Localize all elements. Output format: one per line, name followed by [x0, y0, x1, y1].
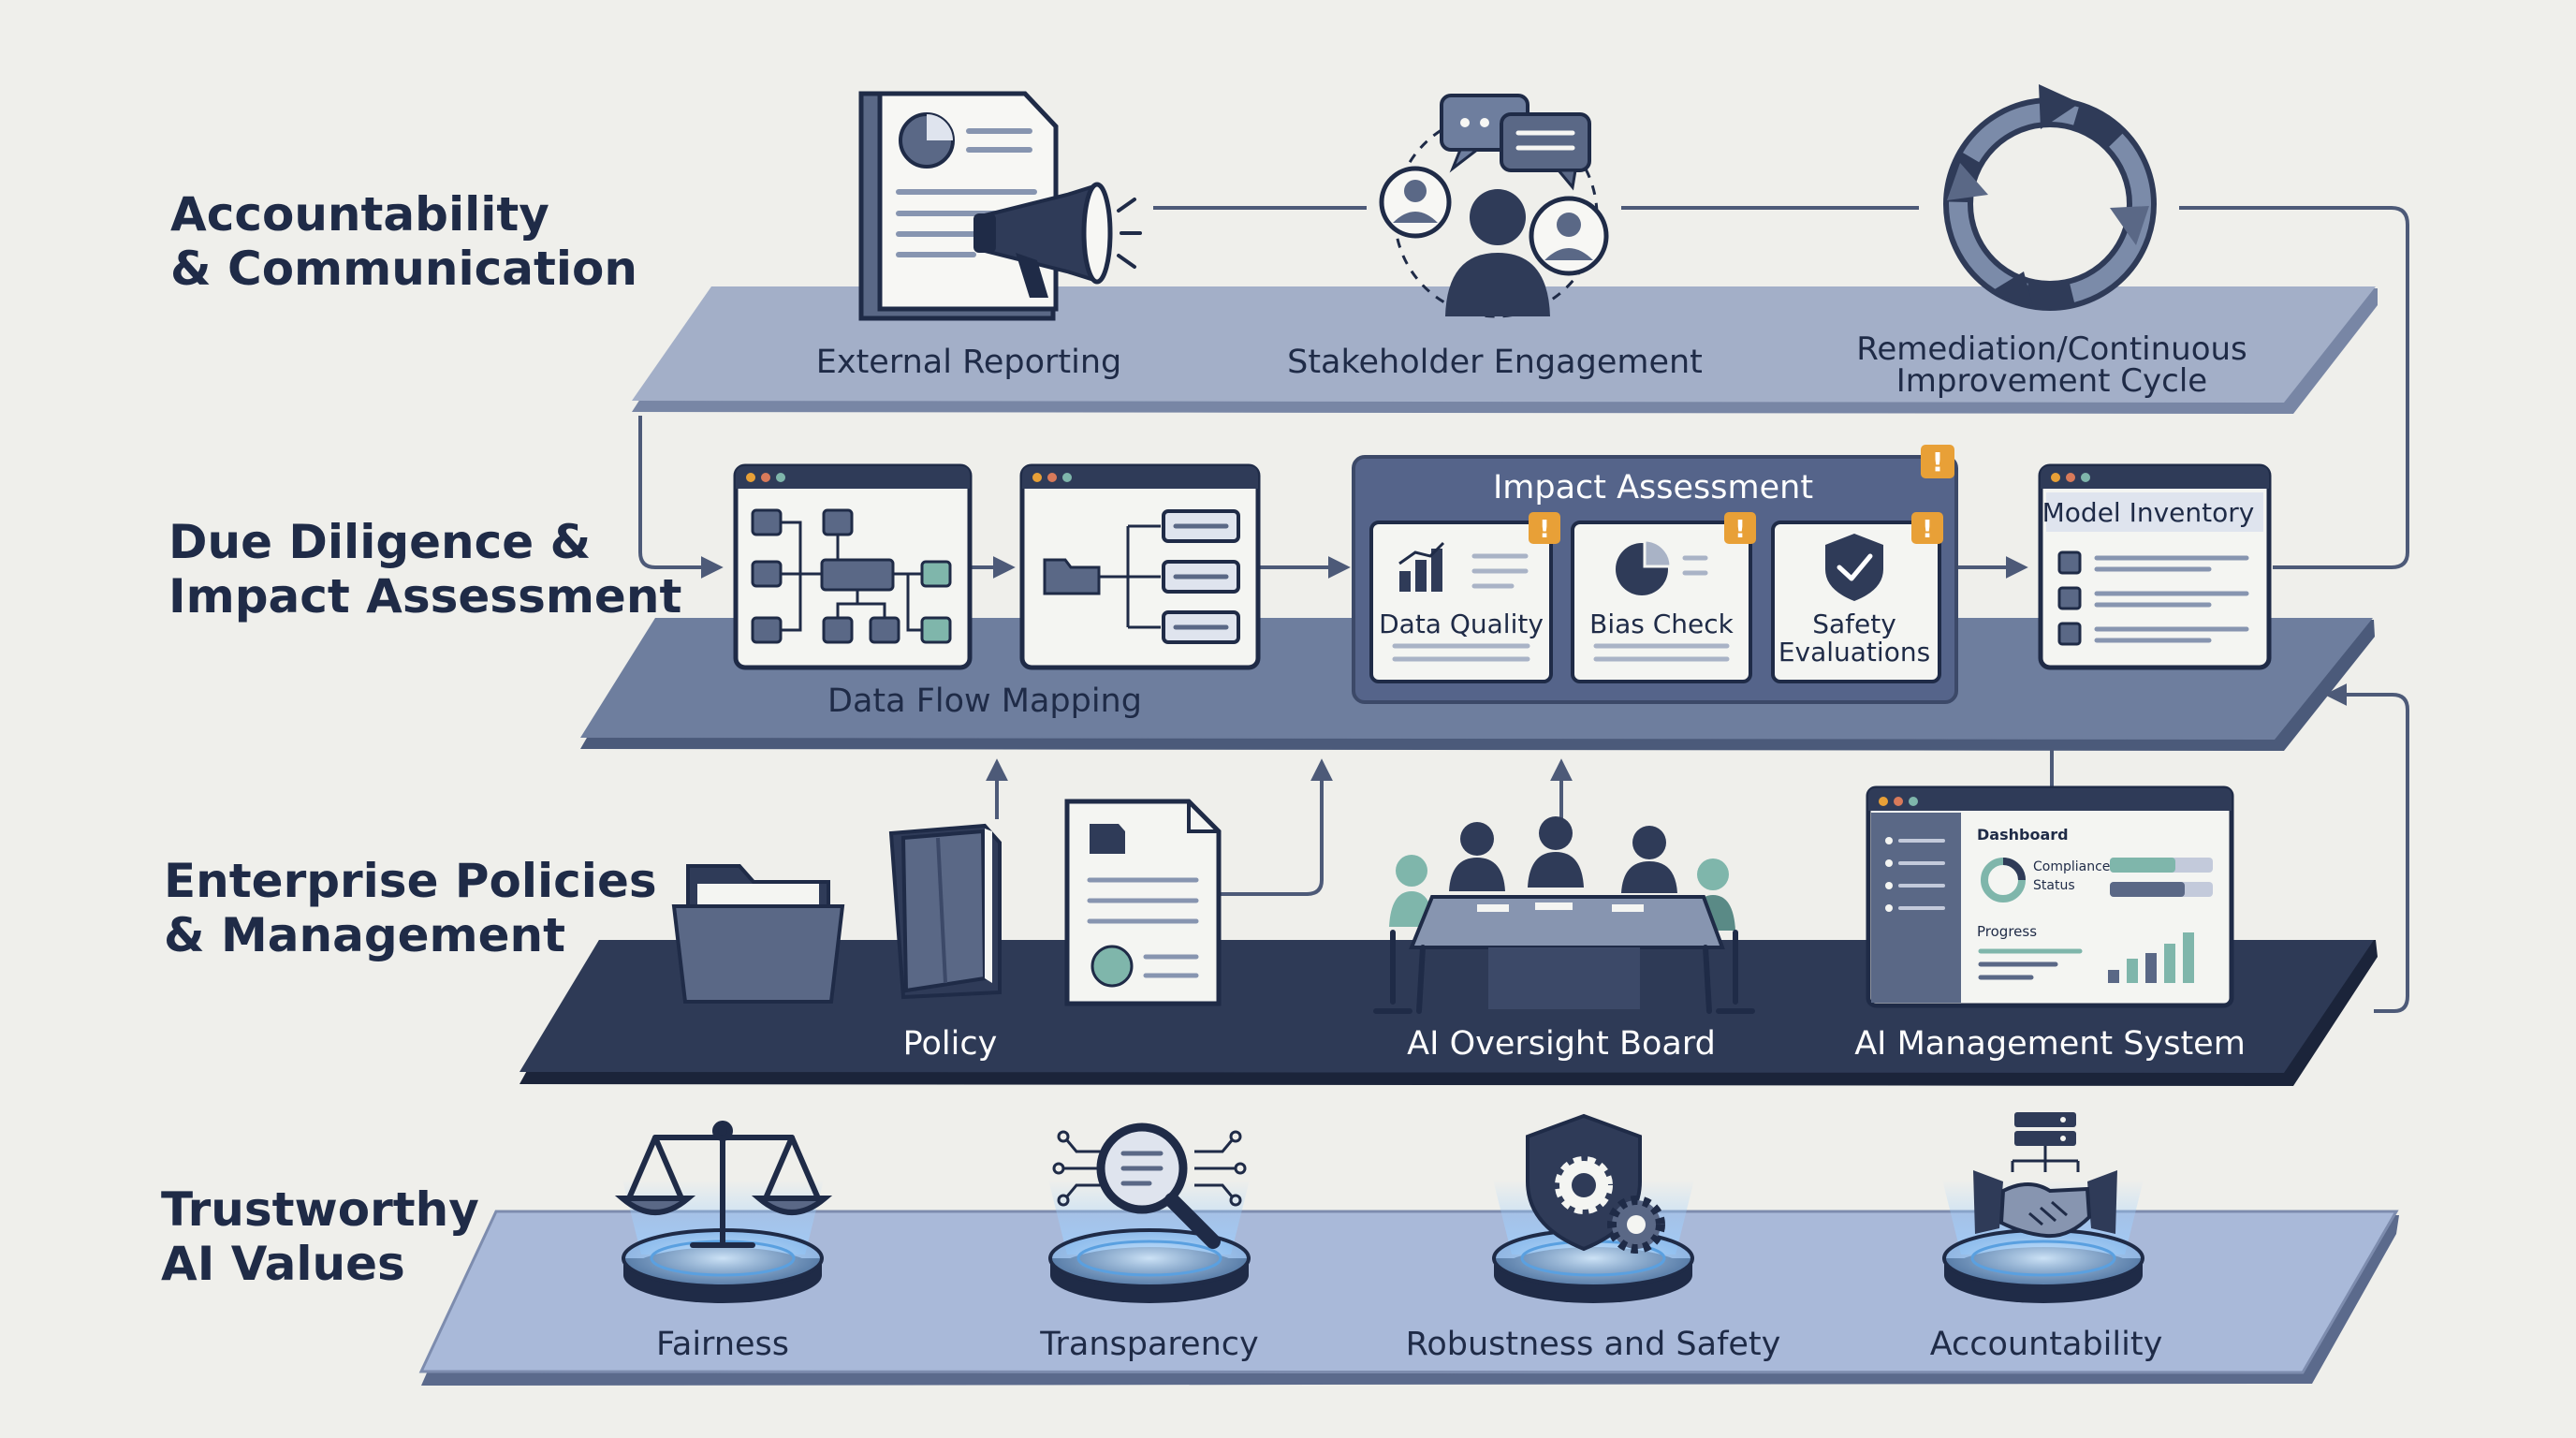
alert-badge-data-quality: ! [1539, 516, 1550, 544]
data-flow-window-1 [733, 463, 973, 670]
label-impact-assessment: Impact Assessment [1493, 469, 1813, 506]
label-bias-check: Bias Check [1589, 609, 1734, 639]
progress-bar-chart [2108, 932, 2194, 983]
label-compliance-line1: Compliance [2033, 859, 2110, 874]
oversight-board-meeting-icon [1373, 816, 1755, 1014]
improvement-cycle-icon [1943, 84, 2157, 311]
label-dashboard: Dashboard [1977, 826, 2069, 844]
label-stakeholder-engagement: Stakeholder Engagement [1287, 344, 1703, 381]
layer-title-accountability: Accountability & Communication [170, 187, 637, 296]
label-remediation-line1: Remediation/Continuous [1856, 330, 2247, 368]
bias-check-card: ! [1571, 512, 1756, 683]
layer-title-enterprise-line2: & Management [164, 908, 566, 962]
policy-document-icon [1064, 799, 1222, 1006]
shield-gear-icon [1526, 1113, 1665, 1254]
alert-badge-safety: ! [1922, 516, 1933, 544]
pie-chart-icon [1616, 538, 1673, 595]
layer-title-accountability-line2: & Communication [170, 242, 637, 296]
management-dashboard-window [1866, 785, 2234, 1008]
policy-book-icon [888, 823, 1002, 1000]
layer-title-due-diligence-line2: Impact Assessment [168, 569, 682, 624]
stakeholder-group-icon [1379, 94, 1609, 318]
label-oversight-board: AI Oversight Board [1407, 1025, 1716, 1063]
safety-evaluations-card: ! [1771, 512, 1943, 683]
label-safety-line1: Safety [1812, 609, 1896, 639]
layer-title-values-line2: AI Values [161, 1237, 405, 1291]
layer-title-values: Trustworthy AI Values [161, 1182, 479, 1291]
document-megaphone-icon [858, 91, 1142, 321]
label-safety-line2: Evaluations [1778, 637, 1930, 668]
data-flow-window-2 [1019, 463, 1261, 670]
scale-icon [614, 1121, 833, 1248]
model-inventory-window [2038, 463, 2272, 670]
layer-title-accountability-line1: Accountability [170, 187, 549, 242]
alert-badge-bias-check: ! [1734, 516, 1746, 544]
folder-icon [671, 864, 845, 1004]
magnifier-network-icon [1052, 1123, 1247, 1249]
layer-title-values-line1: Trustworthy [161, 1182, 479, 1237]
bar-chart-icon [1399, 549, 1442, 592]
accountability-platform [632, 286, 2378, 414]
label-data-flow-mapping: Data Flow Mapping [827, 682, 1142, 720]
layer-title-enterprise: Enterprise Policies & Management [164, 854, 657, 962]
label-compliance-line2: Status [2033, 878, 2075, 893]
label-external-reporting: External Reporting [816, 344, 1121, 381]
data-quality-card: ! [1369, 512, 1560, 683]
label-management-system: AI Management System [1854, 1025, 2246, 1063]
connector-lines [638, 206, 2409, 1013]
handshake-server-icon [1973, 1112, 2117, 1239]
label-progress: Progress [1977, 923, 2037, 940]
label-remediation-line2: Improvement Cycle [1896, 362, 2207, 400]
label-fairness: Fairness [656, 1326, 789, 1363]
layer-title-due-diligence: Due Diligence & Impact Assessment [168, 515, 681, 624]
label-model-inventory: Model Inventory [2042, 497, 2255, 528]
label-transparency: Transparency [1039, 1326, 1258, 1363]
shield-check-icon [1825, 534, 1883, 601]
layer-title-due-diligence-line1: Due Diligence & [168, 515, 592, 569]
values-platform [418, 1210, 2399, 1386]
alert-badge-panel: ! [1932, 447, 1944, 477]
label-accountability-value: Accountability [1930, 1326, 2163, 1363]
label-data-quality: Data Quality [1379, 609, 1544, 639]
label-policy: Policy [903, 1025, 998, 1063]
label-robustness: Robustness and Safety [1406, 1326, 1781, 1363]
layer-title-enterprise-line1: Enterprise Policies [164, 854, 657, 908]
